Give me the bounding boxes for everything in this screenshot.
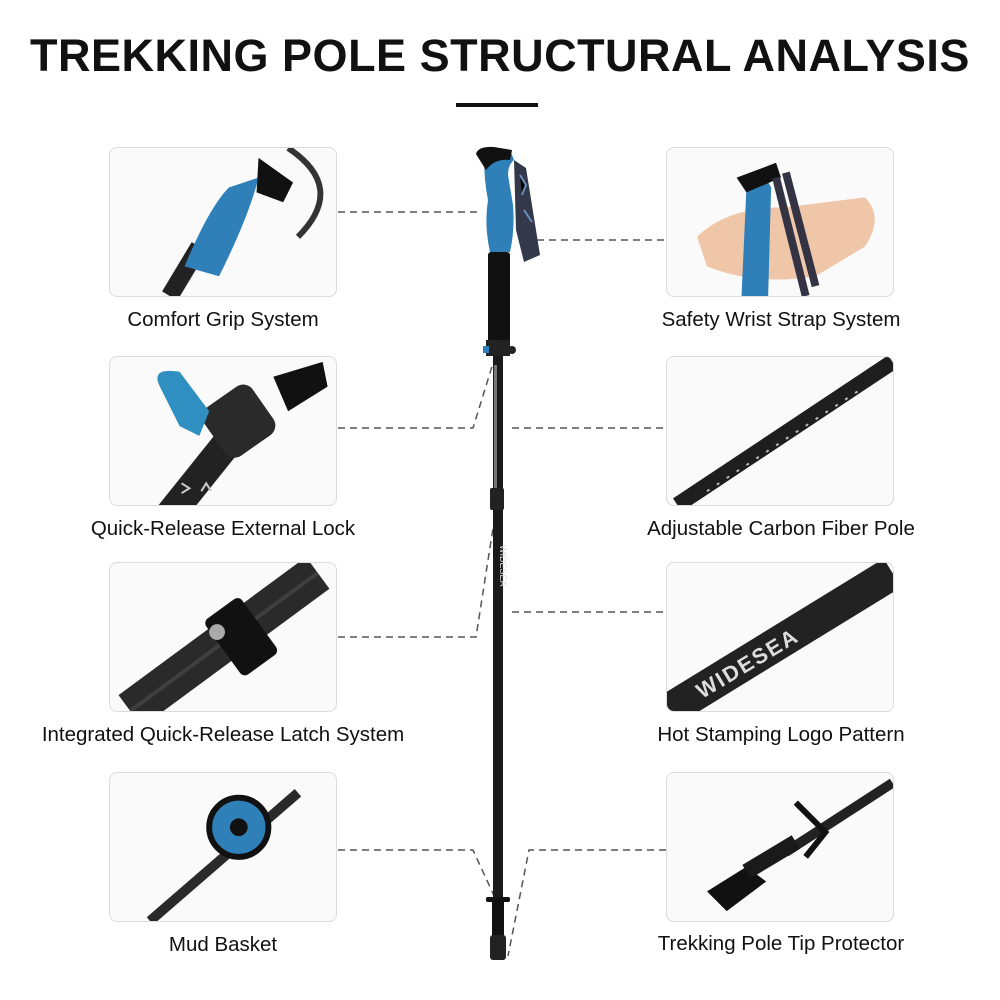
trekking-pole-illustration: WIDESEA <box>476 146 540 960</box>
feature-image-strap <box>666 147 894 297</box>
feature-image-basket <box>109 772 337 922</box>
feature-image-latch <box>109 562 337 712</box>
page-title: TREKKING POLE STRUCTURAL ANALYSIS <box>30 30 970 81</box>
feature-label-basket: Mud Basket <box>168 933 278 956</box>
connector-basket <box>338 849 496 899</box>
feature-label-logo: Hot Stamping Logo Pattern <box>657 723 905 746</box>
feature-image-carbon <box>666 356 894 506</box>
feature-label-grip: Comfort Grip System <box>127 308 319 331</box>
logo-icon: WIDESEA <box>667 563 893 711</box>
pole-brand-text: WIDESEA <box>498 545 508 587</box>
feature-image-lock <box>109 356 337 506</box>
wrist-strap-icon <box>697 162 875 296</box>
feature-label-strap: Safety Wrist Strap System <box>661 308 901 331</box>
feature-label-tip: Trekking Pole Tip Protector <box>657 932 905 955</box>
carbon-pole-icon <box>673 357 893 505</box>
feature-image-grip <box>109 147 337 297</box>
connector-tip <box>507 849 666 957</box>
latch-icon <box>118 563 330 711</box>
grip-icon <box>162 148 324 296</box>
feature-label-lock: Quick-Release External Lock <box>90 517 356 540</box>
basket-icon <box>146 789 302 921</box>
feature-label-carbon: Adjustable Carbon Fiber Pole <box>647 517 915 540</box>
feature-image-tip <box>666 772 894 922</box>
tip-protector-icon <box>706 778 893 912</box>
feature-label-latch: Integrated Quick-Release Latch System <box>41 723 405 746</box>
title-underline <box>456 103 538 107</box>
feature-image-logo: WIDESEA <box>666 562 894 712</box>
lock-clamp-icon <box>157 361 328 505</box>
connector-latch <box>338 508 497 638</box>
connector-lock <box>338 359 495 429</box>
logo-brand-text: WIDESEA <box>692 623 803 704</box>
